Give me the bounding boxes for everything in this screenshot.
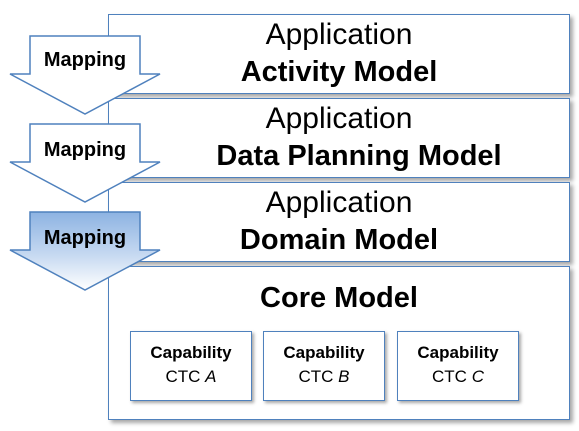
capability-id: CTC B	[264, 367, 384, 387]
capability-prefix: CTC	[298, 367, 334, 386]
capability-prefix: CTC	[432, 367, 467, 386]
data-planning-model-title: Data Planning Model	[216, 140, 502, 172]
capability-letter: C	[471, 367, 484, 386]
core-model-title: Core Model	[260, 282, 418, 314]
mapping-arrow-1: Mapping	[8, 34, 164, 116]
capability-box-a: Capability CTC A	[130, 331, 252, 401]
capability-name: Capability	[417, 343, 499, 362]
data-planning-model-layer: Application Data Planning Model	[108, 98, 570, 178]
capability-id: CTC C	[398, 367, 518, 387]
mapping-arrow-label: Mapping	[43, 49, 127, 71]
activity-model-layer: Application Activity Model	[108, 14, 570, 94]
activity-model-title: Activity Model	[240, 56, 438, 88]
capability-box-b: Capability CTC B	[263, 331, 385, 401]
activity-model-subtitle: Application	[265, 18, 413, 51]
mapping-arrow-3: Mapping	[8, 210, 164, 292]
mapping-arrow-label: Mapping	[43, 227, 127, 249]
arrow-down-icon	[9, 35, 161, 115]
capability-letter: A	[205, 367, 217, 386]
domain-model-layer: Application Domain Model	[108, 182, 570, 262]
domain-model-subtitle: Application	[265, 186, 413, 219]
capability-box-c: Capability CTC C	[397, 331, 519, 401]
mapping-arrow-label: Mapping	[43, 139, 127, 161]
mapping-arrow-2: Mapping	[8, 122, 164, 204]
arrow-down-icon	[9, 211, 161, 291]
capability-id: CTC A	[131, 367, 251, 387]
arrow-down-icon	[9, 123, 161, 203]
data-planning-model-subtitle: Application	[265, 102, 413, 135]
core-model-layer: Core Model Capability CTC A Capability C…	[108, 266, 570, 420]
capability-name: Capability	[283, 343, 365, 362]
capability-letter: B	[338, 367, 350, 386]
capability-prefix: CTC	[165, 367, 201, 386]
domain-model-title: Domain Model	[239, 224, 439, 256]
capability-name: Capability	[150, 343, 232, 362]
